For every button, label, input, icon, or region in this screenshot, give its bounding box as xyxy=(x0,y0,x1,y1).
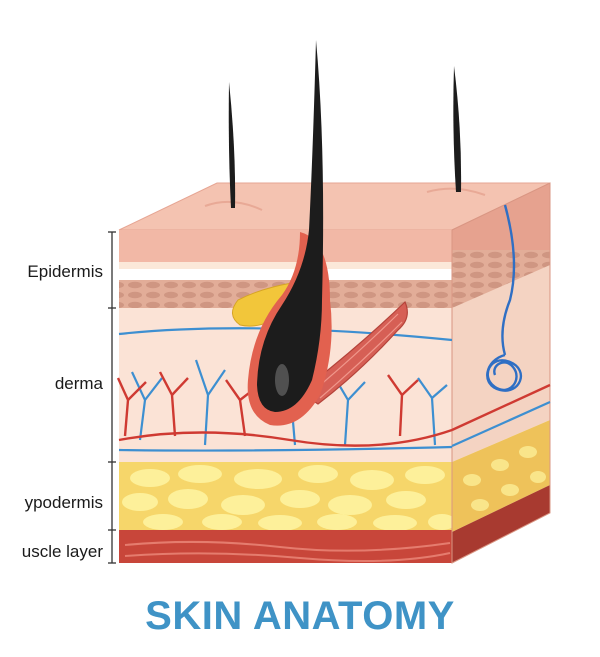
hair-left xyxy=(228,82,236,208)
epidermis-layer xyxy=(119,230,452,268)
label-hypodermis: ypodermis xyxy=(24,493,103,512)
label-derma: derma xyxy=(54,374,103,393)
hair-bulb xyxy=(257,40,324,412)
diagram-title: SKIN ANATOMY xyxy=(145,594,455,638)
label-muscle-layer: uscle layer xyxy=(21,542,103,561)
side-arteries xyxy=(451,383,551,432)
sweat-gland xyxy=(486,204,522,392)
fat-globules xyxy=(122,465,452,531)
muscle-layer xyxy=(119,530,452,563)
arrector-pili-muscle xyxy=(298,300,408,405)
label-epidermis: Epidermis xyxy=(27,262,103,281)
arteries xyxy=(116,371,453,447)
hair-right xyxy=(453,66,462,192)
layer-bracket xyxy=(108,231,116,564)
